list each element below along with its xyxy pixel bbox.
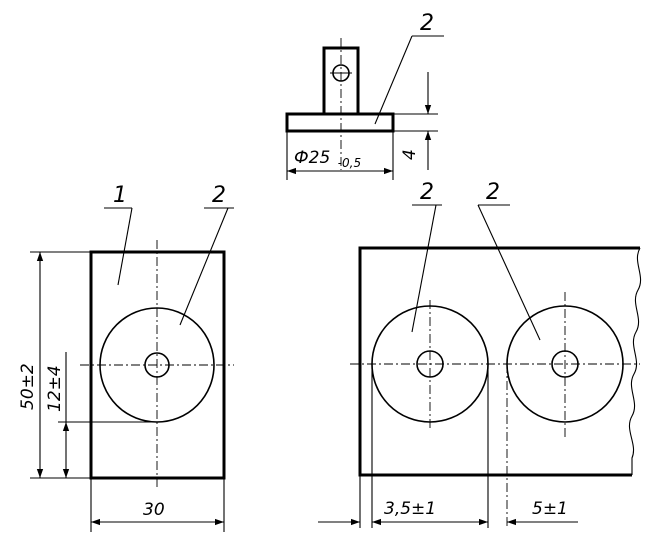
gap1-label: 3,5±1 bbox=[384, 499, 436, 519]
offset-label: 12±4 bbox=[45, 365, 65, 412]
diameter-label: Ф25 -0,5 bbox=[294, 148, 361, 170]
thickness-label: 4 bbox=[400, 149, 420, 160]
top-insert-view: 2 Ф25 -0,5 4 bbox=[285, 11, 444, 180]
left-part-callout-label: 1 bbox=[113, 183, 127, 208]
diameter-value: Ф25 bbox=[294, 148, 330, 168]
gap2-label: 5±1 bbox=[532, 499, 568, 519]
top-leader bbox=[374, 35, 413, 125]
diameter-tolerance: -0,5 bbox=[338, 156, 361, 170]
right-part-outline bbox=[358, 246, 640, 477]
left-part-view: 1 2 50±2 12±4 30 bbox=[18, 183, 234, 532]
top-callout-label: 2 bbox=[420, 11, 434, 36]
left-insert-callout-label: 2 bbox=[212, 183, 226, 208]
right-part-break-line bbox=[628, 247, 642, 475]
left-insert-leader bbox=[179, 207, 229, 326]
right-insert-leader-1 bbox=[411, 204, 437, 333]
right-insert-callout-label-1: 2 bbox=[420, 180, 434, 205]
left-part-leader bbox=[117, 207, 133, 286]
right-insert-leader-2 bbox=[477, 204, 541, 341]
insert-base-plate bbox=[285, 112, 395, 133]
right-insert-callout-label-2: 2 bbox=[486, 180, 500, 205]
width-label: 30 bbox=[143, 500, 165, 520]
height-label: 50±2 bbox=[18, 363, 38, 410]
right-part-view: 2 2 3,5±1 5±1 bbox=[318, 180, 642, 528]
